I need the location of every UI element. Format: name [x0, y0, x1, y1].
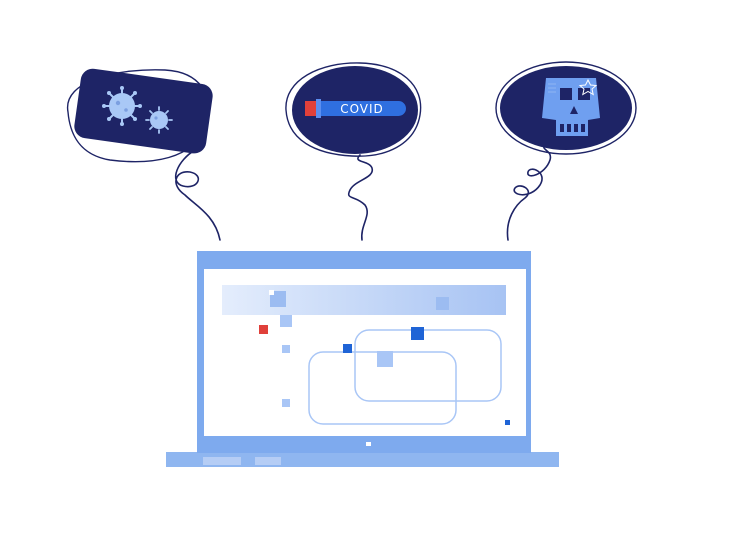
- laptop-base-slot-right: [255, 457, 281, 465]
- laptop: [166, 251, 559, 467]
- window-outline-back: [354, 329, 502, 402]
- virus-bubble-fill: [74, 68, 213, 154]
- square-dark-2: [411, 327, 424, 340]
- square-mid: [377, 351, 393, 367]
- square-c: [282, 399, 290, 407]
- covid-bubble: COVID: [285, 62, 422, 241]
- covid-label: COVID: [340, 102, 384, 116]
- virus-bubble-string: [174, 141, 221, 241]
- square-dark-1: [343, 344, 352, 353]
- header-square-small: [269, 290, 274, 295]
- skull-bubble: [495, 61, 637, 241]
- header-square-right: [436, 297, 449, 310]
- laptop-hinge: [197, 446, 531, 453]
- skull-bubble-outline: [495, 61, 637, 155]
- skull-bubble-string: [506, 144, 552, 241]
- virus-bubble: [67, 68, 221, 241]
- covid-bubble-outline: [285, 62, 422, 157]
- test-tube-icon: [305, 99, 406, 118]
- square-b: [282, 345, 290, 353]
- square-a: [280, 315, 292, 327]
- covid-bubble-string: [347, 154, 373, 241]
- screen-header-bar: [222, 285, 506, 315]
- skull-icon: [542, 78, 600, 136]
- laptop-base-slot-left: [203, 457, 241, 465]
- virus-icon: [102, 86, 173, 134]
- red-square: [259, 325, 268, 334]
- square-dark-3: [505, 420, 510, 425]
- webcam-dot: [366, 442, 371, 446]
